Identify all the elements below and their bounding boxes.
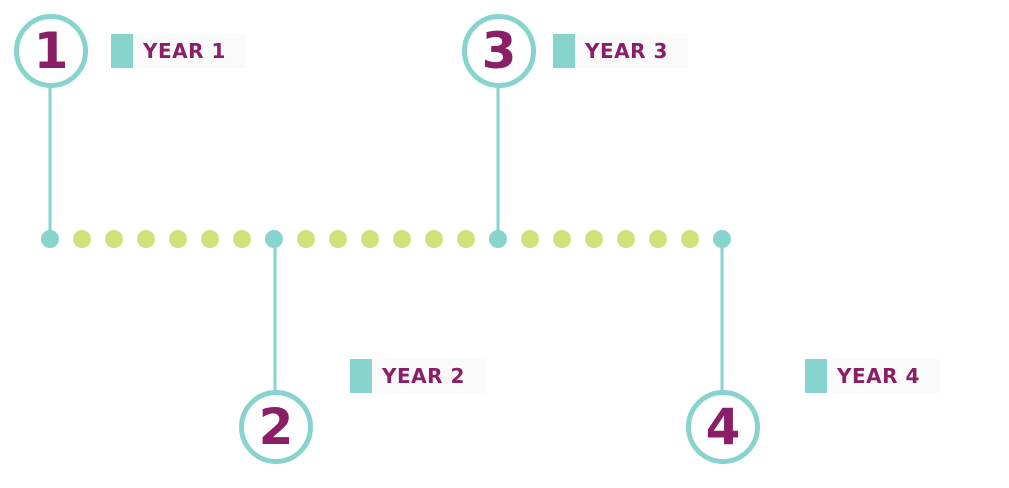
timeline-dot <box>553 230 571 248</box>
year-3-label: YEAR 3 <box>553 34 688 68</box>
timeline-dot <box>361 230 379 248</box>
timeline-dot <box>297 230 315 248</box>
year-4-text: YEAR 4 <box>837 364 920 388</box>
timeline-anchor-dot <box>713 230 731 248</box>
year-2-swatch <box>350 359 372 393</box>
timeline-dot <box>681 230 699 248</box>
year-3-text: YEAR 3 <box>585 39 668 63</box>
milestone-2-number: 2 <box>258 398 294 456</box>
timeline-dot <box>521 230 539 248</box>
dotted-timeline <box>41 230 731 248</box>
timeline-dot <box>73 230 91 248</box>
timeline-dot <box>457 230 475 248</box>
timeline-dot <box>233 230 251 248</box>
timeline-dot <box>425 230 443 248</box>
timeline-dot <box>169 230 187 248</box>
milestone-1-circle: 1 <box>14 14 88 88</box>
connector-lines <box>48 88 724 390</box>
timeline-dot <box>617 230 635 248</box>
timeline-anchor-dot <box>489 230 507 248</box>
year-1-text: YEAR 1 <box>143 39 226 63</box>
year-4-swatch <box>805 359 827 393</box>
year-1-swatch <box>111 34 133 68</box>
milestone-4-circle: 4 <box>686 390 760 464</box>
timeline-anchor-dot <box>265 230 283 248</box>
milestone-1-number: 1 <box>33 22 69 80</box>
timeline-dot <box>585 230 603 248</box>
timeline-anchor-dot <box>41 230 59 248</box>
milestone-3-number: 3 <box>481 22 517 80</box>
timeline-dot <box>649 230 667 248</box>
milestone-3-circle: 3 <box>462 14 536 88</box>
timeline-dot <box>393 230 411 248</box>
timeline-dot <box>105 230 123 248</box>
milestone-2-circle: 2 <box>239 390 313 464</box>
timeline-dot <box>137 230 155 248</box>
milestone-4-number: 4 <box>705 398 741 456</box>
year-3-swatch <box>553 34 575 68</box>
timeline-dot <box>201 230 219 248</box>
timeline-dot <box>329 230 347 248</box>
year-1-label: YEAR 1 <box>111 34 246 68</box>
year-2-label: YEAR 2 <box>350 359 485 393</box>
year-2-text: YEAR 2 <box>382 364 465 388</box>
year-4-label: YEAR 4 <box>805 359 940 393</box>
